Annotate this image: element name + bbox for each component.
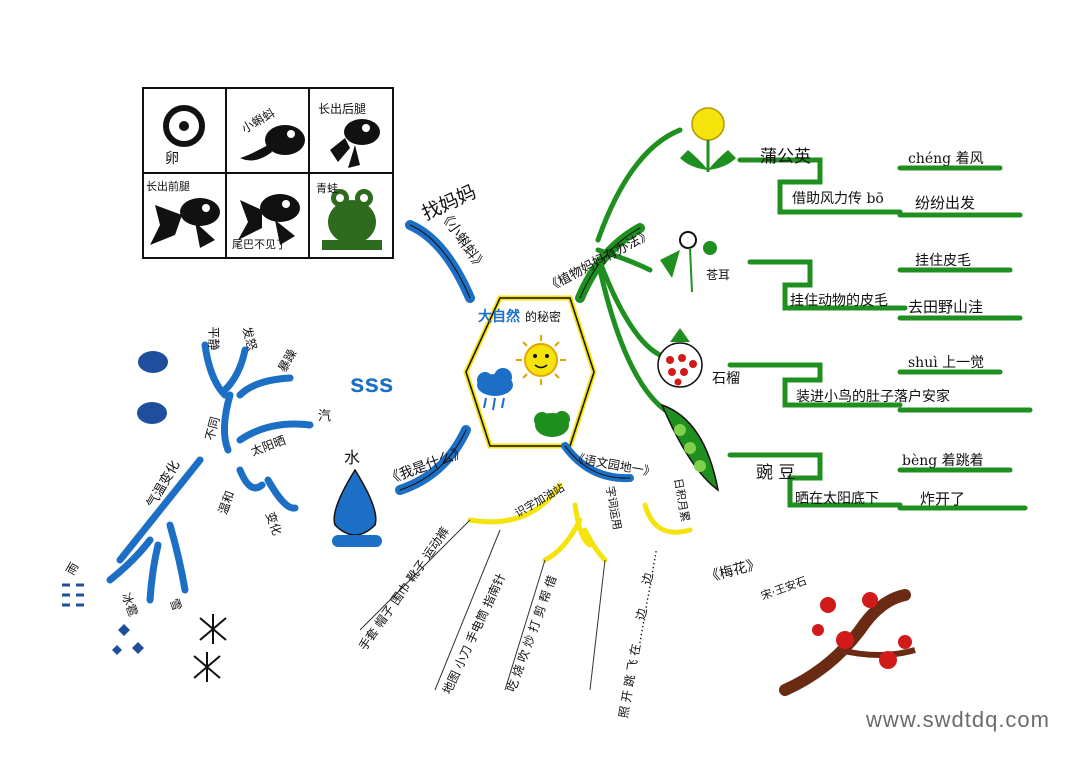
front-legs-tadpole-icon (150, 198, 220, 248)
cocklebur-icon (660, 231, 717, 293)
pea-pod-icon (660, 403, 720, 492)
frog-icon (322, 189, 382, 250)
watermark: www.swdtdq.com (866, 707, 1050, 732)
water-branches (106, 341, 314, 604)
plant-right-bottom-pea: 炸开了 (920, 490, 966, 508)
dandelion-icon (680, 107, 736, 172)
tadpole-cell-frog: 青蛙 (316, 182, 338, 195)
hail-icons (112, 624, 144, 655)
plum-blossom-icon (779, 589, 916, 696)
plant-right-top-pomegranate: shuì 上一觉 (908, 355, 985, 371)
tadpole-cell-egg: 卵 (165, 151, 179, 167)
egg-icon (163, 105, 205, 147)
plant-right-top-pea: bèng 着跳着 (902, 453, 984, 469)
pomegranate-icon (657, 328, 703, 388)
tailless-frog-icon (238, 194, 300, 245)
plant-name-dandelion: 蒲公英 (760, 147, 811, 167)
center-title-rest: 的秘密 (525, 310, 562, 324)
plant-right-bottom-dandelion: 纷纷出发 (915, 194, 976, 212)
garden-branches (467, 482, 693, 563)
water-item-calm: 平静 (206, 326, 221, 351)
plant-method-pea: 晒在太阳底下 (795, 491, 879, 507)
rain-icon (62, 583, 84, 607)
snow-icon (193, 614, 227, 682)
plant-method-pomegranate: 装进小鸟的肚子落户安家 (796, 389, 950, 405)
plant-branches (595, 127, 1033, 511)
water-drop-label: 水 (344, 448, 361, 467)
steam-label: sss (350, 368, 394, 398)
tadpole-grid (142, 87, 394, 259)
center-title-bold: 大自然 (478, 309, 520, 325)
plant-name-pomegranate: 石榴 (712, 371, 740, 387)
small-tadpole-icon (240, 125, 305, 161)
garden-lines (359, 519, 606, 691)
plant-right-top-dandelion: chéng 着风 (908, 151, 984, 167)
plant-name-pea: 豌 豆 (756, 463, 796, 483)
water-item-vapor: 汽 (318, 409, 332, 424)
tadpole-cell-tailless: 尾巴不见了 (232, 238, 287, 251)
sun-icon (516, 335, 566, 385)
tadpole-cell-front-legs: 长出前腿 (146, 180, 190, 193)
cloud-dark-icons (137, 351, 168, 424)
plant-name-cocklebur: 苍耳 (706, 268, 731, 282)
tadpole-cell-back-legs: 长出后腿 (318, 102, 367, 116)
plant-method-dandelion: 借助风力传 bō (792, 191, 884, 207)
tree-icon (534, 411, 570, 437)
back-legs-tadpole-icon (330, 119, 380, 168)
main-branches (395, 220, 645, 495)
cloud-icon (477, 368, 513, 411)
water-drop-icon (332, 468, 382, 547)
plant-right-bottom-cocklebur: 去田野山洼 (908, 298, 984, 316)
plant-right-top-cocklebur: 挂住皮毛 (915, 253, 971, 269)
plant-method-cocklebur: 挂住动物的皮毛 (790, 293, 888, 309)
